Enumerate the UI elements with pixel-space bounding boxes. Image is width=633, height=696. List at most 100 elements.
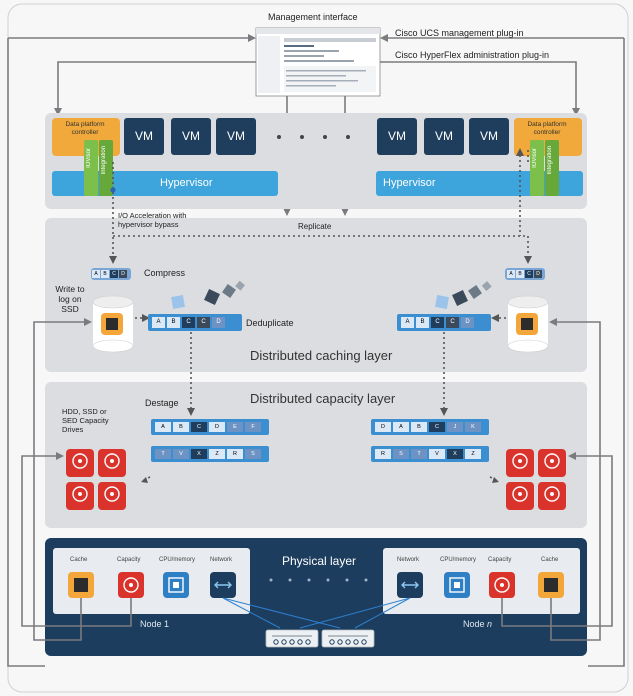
write-to-log-label: Write to log on SSD [55,284,85,314]
destage-block: C [191,422,207,432]
controller-right-label: Data platform controller [527,121,567,136]
destage-block: V [173,449,189,459]
destage-block: T [155,449,171,459]
capacity-layer-title: Distributed capacity layer [250,391,396,406]
hyperflex-plugin-label: Cisco HyperFlex administration plug-in [395,50,550,60]
drives-right [506,449,566,510]
destage-right-bottom-blocks: R S T V X Z [375,449,481,459]
dedup-block: A [401,317,414,328]
node1-cpu-label: CPU/memory [159,557,196,563]
dedup-block: D [212,317,225,328]
node1-components-box [53,548,250,614]
destage-block: R [375,449,391,459]
iovisor-left [84,140,98,196]
destage-block: T [411,449,427,459]
vm-label-4: VM [388,129,406,143]
destage-label: Destage [145,398,179,408]
compress-label: Compress [144,268,186,278]
node1-cache-label: Cache [70,557,88,563]
destage-left-bottom-blocks: T V X Z R S [155,449,261,459]
physical-lines [21,321,613,641]
destage-block: J [447,422,463,432]
noden-label-prefix: Node [463,619,488,629]
iovisor-left-label: IOVisor [86,148,92,168]
dedup-block: C [446,317,459,328]
destage-block: D [375,422,391,432]
destage-block: C [429,422,445,432]
compress-block: A [507,270,515,278]
noden-network-icon [397,572,423,598]
vm-label-3: VM [227,129,245,143]
compress-blocks-right: A B C D [507,270,542,278]
destage-block: R [227,449,243,459]
management-interface-label: Management interface [268,12,358,22]
physical-arrowheads [56,318,576,460]
compress-block: B [516,270,524,278]
destage-right-top-blocks: D A B C J K [375,422,481,432]
arrowheads-top [54,34,580,216]
destage-block: S [393,449,409,459]
destage-block: B [173,422,189,432]
vm-label-2: VM [182,129,200,143]
destage-block: S [245,449,261,459]
destage-block: B [411,422,427,432]
node1-cpu-icon [163,572,189,598]
node1-capacity-label: Capacity [117,557,141,563]
destage-block: D [209,422,225,432]
noden-cpu-icon [444,572,470,598]
compress-block: B [101,270,109,278]
integration-left-label: Integration [101,146,107,175]
io-bypass-dot [110,187,116,193]
io-acceleration-label: I/O Acceleration with hypervisor bypass [118,211,187,229]
destage-block: K [465,422,481,432]
hypervisor-left-label: Hypervisor [160,177,213,189]
switch-right [321,629,375,648]
capacity-panel [45,382,587,528]
noden-label: Node n [463,619,492,629]
noden-network-label: Network [397,557,420,563]
dedup-block: A [152,317,165,328]
dedup-block: C [182,317,195,328]
iovisor-right-label: IOVisor [532,148,538,168]
vm-label-6: VM [480,129,498,143]
destage-block: A [155,422,171,432]
destage-block: Z [465,449,481,459]
node1-label: Node 1 [140,619,170,629]
node1-capacity-icon [118,572,144,598]
compress-block: A [92,270,100,278]
node1-cache-icon [68,572,94,598]
compress-block: D [119,270,127,278]
noden-capacity-label: Capacity [488,557,512,563]
dedup-flying-left [171,280,245,309]
drives-left [66,449,126,510]
vm-boxes [124,118,509,155]
dedup-flying-right [435,281,492,309]
destage-left-top-blocks: A B C D E F [155,422,261,432]
vm-label-5: VM [435,129,453,143]
dedup-block: D [461,317,474,328]
ucs-plugin-label: Cisco UCS management plug-in [395,28,524,38]
deduplicate-label: Deduplicate [246,318,294,328]
integration-left [99,140,113,196]
vm-label-1: VM [135,129,153,143]
ssd-left [92,295,134,353]
capacity-drives-label: HDD, SSD or SED Capacity Drives [62,407,109,434]
caching-panel [45,218,587,372]
physical-layer-title: Physical layer [282,554,357,568]
dedup-block: C [197,317,210,328]
replicate-label: Replicate [298,222,332,231]
dedup-block: C [431,317,444,328]
iovisor-right [530,140,544,196]
destage-block: E [227,422,243,432]
noden-capacity-icon [489,572,515,598]
dedup-block: B [167,317,180,328]
noden-cache-icon [538,572,564,598]
ssd-right [507,295,549,353]
compress-block: C [110,270,118,278]
node1-network-icon [210,572,236,598]
dedup-block: B [416,317,429,328]
caching-layer-title: Distributed caching layer [250,348,393,363]
destage-block: A [393,422,409,432]
